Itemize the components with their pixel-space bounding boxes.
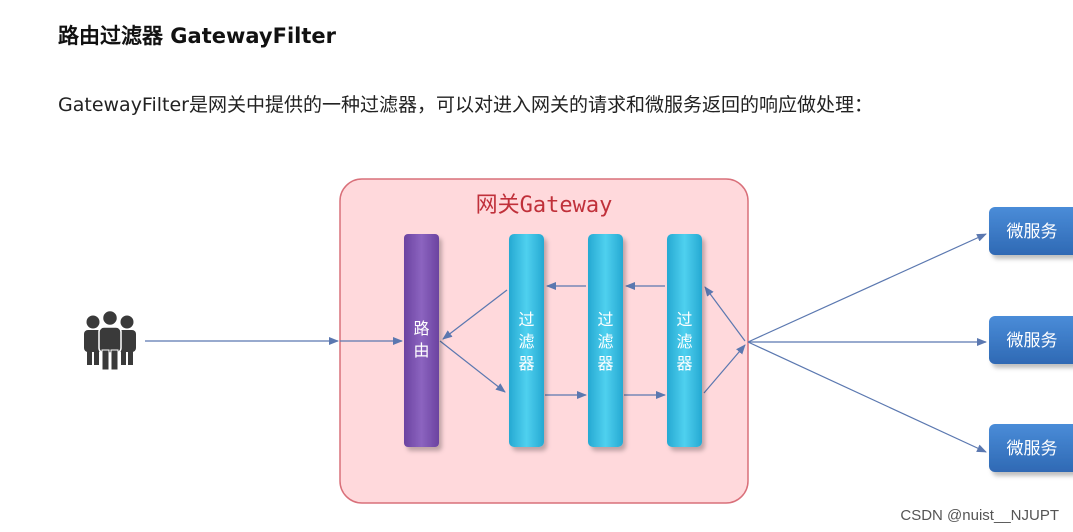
router-node: 路 由 bbox=[404, 234, 439, 447]
microservice-1: 微服务 bbox=[989, 207, 1073, 255]
microservice-label: 微服务 bbox=[1007, 331, 1058, 351]
filter-bar bbox=[667, 234, 702, 447]
microservice-box bbox=[989, 316, 1073, 364]
page-title: 路由过滤器 GatewayFilter bbox=[58, 24, 336, 48]
filter-bar bbox=[588, 234, 623, 447]
filter-node-3: 过滤器 bbox=[667, 234, 702, 447]
filter-node-2: 过滤器 bbox=[588, 234, 623, 447]
microservice-2: 微服务 bbox=[989, 316, 1073, 364]
filter-bar bbox=[509, 234, 544, 447]
filter3-to-hub-arrow bbox=[703, 344, 746, 394]
users-group-icon bbox=[84, 309, 136, 371]
filter-label-char: 器 bbox=[597, 354, 613, 373]
microservice-3: 微服务 bbox=[989, 424, 1073, 472]
filter1-to-router-arrow bbox=[442, 289, 508, 340]
router-to-filter1-arrow bbox=[439, 340, 506, 393]
microservice-box bbox=[989, 207, 1073, 255]
gateway-label: 网关Gateway bbox=[476, 193, 613, 218]
hub-to-filter3-arrow bbox=[704, 286, 746, 342]
hub-to-service1-arrow bbox=[747, 233, 987, 343]
filter-label-char: 器 bbox=[518, 354, 534, 373]
page-description: GatewayFilter是网关中提供的一种过滤器，可以对进入网关的请求和微服务… bbox=[58, 94, 873, 116]
microservice-box bbox=[989, 424, 1073, 472]
hub-to-service3-arrow bbox=[747, 341, 987, 453]
router-label-char-2: 由 bbox=[413, 341, 429, 360]
filter-label-char: 过 bbox=[676, 310, 692, 329]
flow-arrows bbox=[145, 233, 987, 453]
microservice-label: 微服务 bbox=[1007, 439, 1058, 459]
filter-label-char: 过 bbox=[597, 310, 613, 329]
router-label-char-1: 路 bbox=[413, 319, 429, 338]
filter-label-char: 滤 bbox=[676, 332, 692, 351]
filter-label-char: 器 bbox=[676, 354, 692, 373]
filter-label-char: 滤 bbox=[597, 332, 613, 351]
filter-label-char: 过 bbox=[518, 310, 534, 329]
microservice-label: 微服务 bbox=[1007, 222, 1058, 242]
watermark: CSDN @nuist__NJUPT bbox=[900, 507, 1059, 524]
filter-label-char: 滤 bbox=[518, 332, 534, 351]
filter-node-1: 过滤器 bbox=[509, 234, 544, 447]
